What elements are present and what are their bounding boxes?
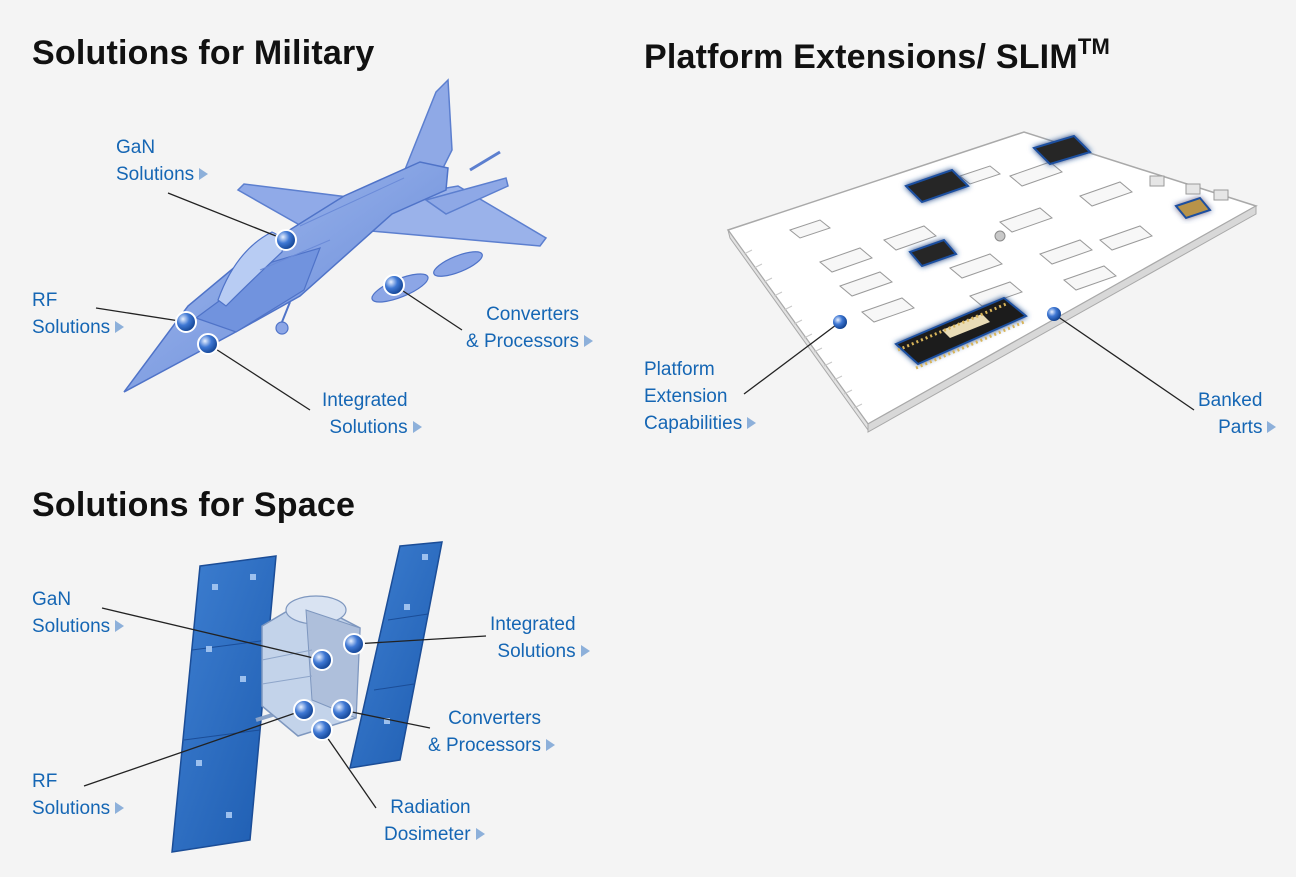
label-line: & Processors bbox=[428, 735, 541, 756]
label-line: Solutions bbox=[32, 616, 111, 637]
triangle-right-icon bbox=[1267, 420, 1277, 433]
triangle-right-icon bbox=[115, 801, 125, 814]
platform-hotspots bbox=[833, 307, 1061, 329]
triangle-right-icon bbox=[580, 644, 590, 657]
platform-title-text: Platform Extensions/ SLIM bbox=[644, 38, 1078, 76]
hotspot-space-rf[interactable] bbox=[293, 699, 315, 721]
hotspot-space-gan[interactable] bbox=[311, 649, 333, 671]
label-line: Capabilities bbox=[644, 413, 743, 434]
callout-leader-lines bbox=[83, 192, 1195, 809]
triangle-right-icon bbox=[747, 416, 757, 429]
military-section-title: Solutions for Military bbox=[32, 34, 375, 72]
label-line: RF bbox=[32, 771, 58, 792]
hotspot-space-integrated[interactable] bbox=[343, 633, 365, 655]
label-line: Converters bbox=[486, 304, 579, 325]
hotspot-military-integrated[interactable] bbox=[197, 333, 219, 355]
trademark-mark: TM bbox=[1077, 34, 1111, 59]
military-integrated-solutions-link[interactable]: Integrated Solutions bbox=[322, 387, 422, 441]
hotspot-space-dosimeter[interactable] bbox=[311, 719, 333, 741]
hotspot-military-gan[interactable] bbox=[275, 229, 297, 251]
satellite-illustration bbox=[171, 541, 443, 853]
label-line: Dosimeter bbox=[384, 824, 471, 845]
triangle-right-icon bbox=[115, 619, 125, 632]
space-converters-processors-link[interactable]: Converters & Processors bbox=[428, 705, 555, 759]
label-line: Integrated bbox=[322, 390, 408, 411]
military-rf-solutions-link[interactable]: RF Solutions bbox=[32, 287, 125, 341]
label-line: Solutions bbox=[32, 798, 111, 819]
military-converters-processors-link[interactable]: Converters & Processors bbox=[466, 301, 593, 355]
hotspot-military-rf[interactable] bbox=[175, 311, 197, 333]
label-line: Parts bbox=[1218, 417, 1263, 438]
hotspot-military-converters[interactable] bbox=[383, 274, 405, 296]
label-line: Integrated bbox=[490, 614, 576, 635]
label-line: Solutions bbox=[32, 317, 111, 338]
space-integrated-solutions-link[interactable]: Integrated Solutions bbox=[490, 611, 590, 665]
space-hotspots bbox=[293, 633, 365, 741]
triangle-right-icon bbox=[412, 420, 422, 433]
triangle-right-icon bbox=[115, 320, 125, 333]
military-gan-solutions-link[interactable]: GaN Solutions bbox=[116, 134, 209, 188]
label-line: GaN bbox=[32, 589, 72, 610]
label-line: Solutions bbox=[329, 417, 408, 438]
military-hotspots bbox=[175, 229, 405, 355]
space-rf-solutions-link[interactable]: RF Solutions bbox=[32, 768, 125, 822]
triangle-right-icon bbox=[583, 334, 593, 347]
radiation-dosimeter-link[interactable]: Radiation Dosimeter bbox=[384, 794, 485, 848]
triangle-right-icon bbox=[475, 827, 485, 840]
platform-section-title: Platform Extensions/ SLIMTM bbox=[644, 34, 1110, 77]
label-line: Converters bbox=[448, 708, 541, 729]
label-line: Extension bbox=[644, 386, 728, 407]
label-line: Solutions bbox=[497, 641, 576, 662]
hotspot-platform-capabilities[interactable] bbox=[833, 315, 847, 329]
banked-parts-link[interactable]: Banked Parts bbox=[1198, 387, 1277, 441]
label-line: Radiation bbox=[390, 797, 471, 818]
label-line: Solutions bbox=[116, 164, 195, 185]
circuit-board-illustration bbox=[726, 131, 1258, 433]
platform-extension-capabilities-link[interactable]: Platform Extension Capabilities bbox=[644, 356, 757, 437]
label-line: Platform bbox=[644, 359, 715, 380]
hotspot-space-converters[interactable] bbox=[331, 699, 353, 721]
triangle-right-icon bbox=[199, 167, 209, 180]
space-section-title: Solutions for Space bbox=[32, 486, 356, 524]
label-line: RF bbox=[32, 290, 58, 311]
label-line: & Processors bbox=[466, 331, 579, 352]
triangle-right-icon bbox=[545, 738, 555, 751]
space-gan-solutions-link[interactable]: GaN Solutions bbox=[32, 586, 125, 640]
label-line: GaN bbox=[116, 137, 156, 158]
label-line: Banked bbox=[1198, 390, 1263, 411]
hotspot-banked-parts[interactable] bbox=[1047, 307, 1061, 321]
